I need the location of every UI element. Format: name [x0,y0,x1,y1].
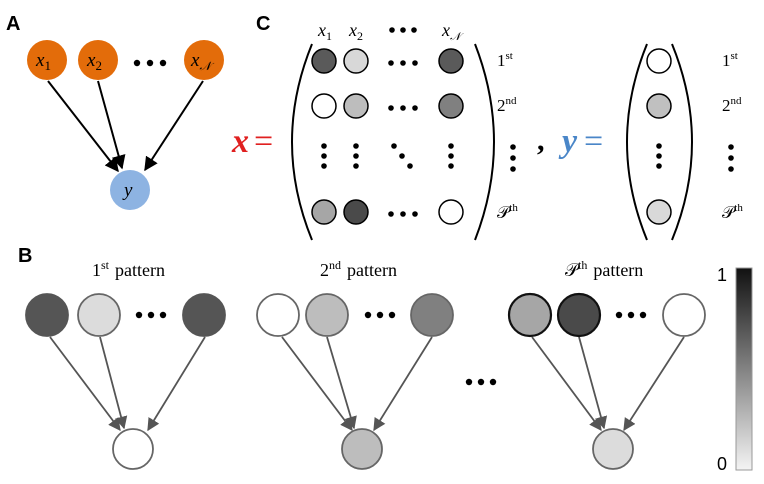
y-cell-p [646,199,672,225]
x-matrix-ellipses [321,60,516,217]
pattern-1-graph [25,293,226,470]
node-x2-label: x2 [86,50,102,73]
x-cell-2-1 [311,93,337,119]
ellipsis-dots-a [133,59,167,67]
panel-label-c: C [256,13,270,35]
x-cell-1-2 [343,48,369,74]
y-left-paren [626,43,648,241]
y-equals: = [584,123,603,160]
x-cell-2-n [438,93,464,119]
x-left-paren [291,43,313,241]
p2-x1 [256,293,300,337]
pp-y [592,428,634,470]
node-xn-label: x𝒩 [190,50,214,73]
col-head-xn: x𝒩 [441,20,464,43]
panel-label-a: A [6,13,20,35]
y-row-label-p: 𝒫th [722,202,743,222]
col-head-ellipsis [389,27,417,33]
x-cell-2-2 [343,93,369,119]
x-right-paren [474,43,495,241]
x-cell-1-n [438,48,464,74]
p1-xn [182,293,226,337]
node-y-label: y [122,180,133,201]
panel-label-b: B [18,245,32,267]
colorbar-min-label: 0 [717,454,727,474]
y-vector [646,48,672,225]
colorbar-gradient [735,267,753,471]
col-head-x2: x2 [348,20,363,43]
node-x1-label: x1 [35,50,51,73]
x-cell-1-1 [311,48,337,74]
node-y [110,170,150,210]
edge-xn-y [144,80,204,172]
x-row-label-1: 1st [497,50,513,70]
panel-c-equation: x = x1 x2 x𝒩 [231,20,743,241]
y-symbol: y [558,123,578,160]
node-x2 [78,40,118,80]
edge-x2-y [97,80,126,170]
y-cell-2 [646,93,672,119]
p1-x1 [25,293,69,337]
x-row-label-2: 2nd [497,95,517,115]
p2-xn [410,293,454,337]
colorbar-max-label: 1 [717,265,727,285]
x-equals: = [254,123,273,160]
x-cell-p-2 [343,199,369,225]
pattern-ellipsis [465,378,497,386]
y-right-paren [671,43,693,241]
colorbar: 1 0 [717,265,753,474]
pp-x2 [556,292,602,338]
node-x1 [27,40,67,80]
y-row-label-2: 2nd [722,95,742,115]
p1-y [112,428,154,470]
x-cell-p-1 [311,199,337,225]
y-cell-1 [646,48,672,74]
pp-x1 [507,292,553,338]
col-head-x1: x1 [317,20,332,43]
panel-a-graph: x1 x2 x𝒩 y [27,40,224,210]
x-row-label-p: 𝒫th [497,202,518,222]
comma: , [537,124,545,157]
pp-xn [662,293,706,337]
p1-x2 [77,293,121,337]
pattern-p-graph [507,292,706,470]
y-vector-ellipses [656,143,734,172]
x-symbol: x [231,123,249,160]
y-row-label-1: 1st [722,50,738,70]
edge-x1-y [47,80,119,173]
x-cell-p-n [438,199,464,225]
node-xn [184,40,224,80]
p2-y [341,428,383,470]
pattern-2-graph [256,293,454,470]
p2-x2 [305,293,349,337]
x-matrix [311,48,464,225]
